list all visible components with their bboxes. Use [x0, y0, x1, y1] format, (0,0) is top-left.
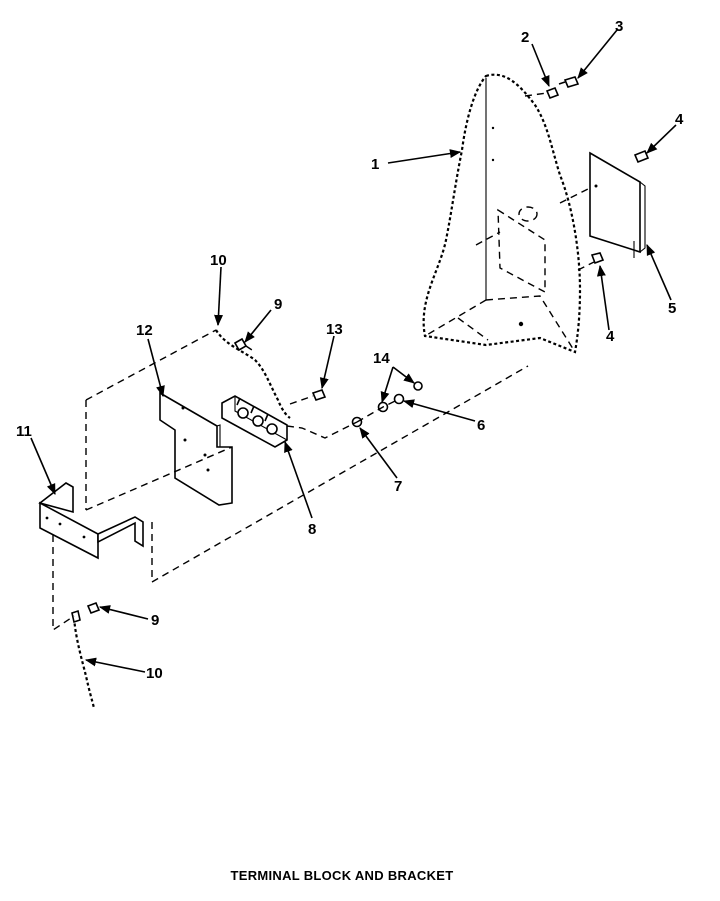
callout-8: 8 [308, 521, 316, 538]
callout-labels: 1 2 3 4 4 5 6 7 8 9 9 10 10 11 12 13 14 [16, 18, 684, 682]
screw-part-13 [311, 389, 327, 401]
callout-12: 12 [136, 322, 153, 339]
cabinet-side-panel [422, 73, 582, 354]
bracket [38, 482, 144, 560]
callout-5: 5 [668, 300, 676, 317]
callout-9-bottom: 9 [151, 612, 159, 629]
callout-11: 11 [16, 423, 32, 440]
terminal-block [221, 395, 288, 448]
callout-6: 6 [477, 417, 485, 434]
callout-4-bottom: 4 [606, 328, 615, 345]
callout-4-top: 4 [675, 111, 684, 128]
screw-part-3 [558, 76, 580, 88]
screw-part-4-bottom [590, 252, 605, 265]
callout-14: 14 [373, 350, 390, 367]
caption-text: TERMINAL BLOCK AND BRACKET [230, 868, 454, 883]
callout-3: 3 [615, 18, 623, 35]
screw-part-2 [545, 86, 560, 100]
callout-10-bottom: 10 [146, 665, 163, 682]
leader-lines [30, 29, 677, 673]
callout-1: 1 [371, 156, 379, 173]
ground-wire-top [215, 329, 291, 419]
mounting-plate [159, 391, 233, 506]
callout-7: 7 [394, 478, 402, 495]
ground-wire-bottom [71, 609, 96, 709]
assembly-lines [52, 329, 529, 632]
callout-10-top: 10 [210, 252, 227, 269]
screw-part-4-top [633, 149, 650, 164]
callout-2: 2 [521, 29, 529, 46]
callout-13: 13 [326, 321, 343, 338]
cover-plate [559, 151, 646, 271]
screw-part-9-bottom [86, 601, 101, 615]
diagram-caption: TERMINAL BLOCK AND BRACKET [0, 868, 720, 883]
screw-part-6 [393, 393, 405, 405]
callout-9-top: 9 [274, 296, 282, 313]
